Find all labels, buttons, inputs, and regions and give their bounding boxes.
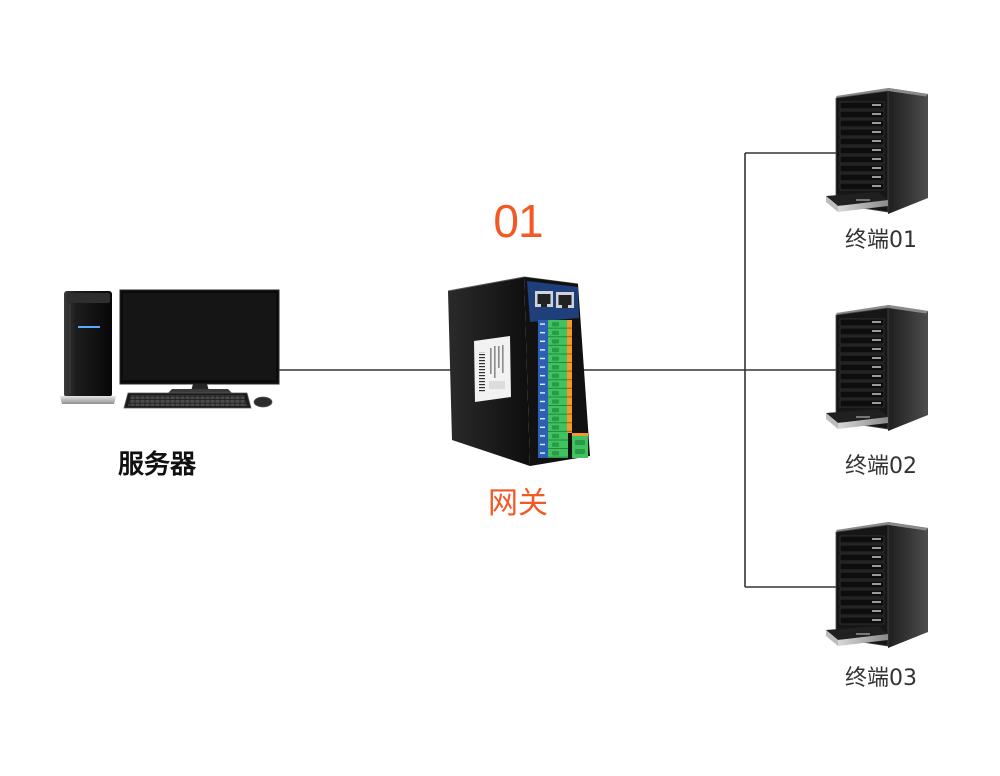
desktop-computer-icon (60, 289, 280, 409)
terminal-03-label: 终端03 (845, 666, 917, 691)
pc-tower (60, 291, 116, 404)
monitor-screen (123, 293, 276, 380)
terminal-block-column (548, 320, 568, 458)
power-terminal-block (572, 433, 588, 458)
connection-lines (279, 152, 838, 588)
terminal-01-storage-server-icon (825, 87, 929, 215)
gateway-device-icon (447, 276, 590, 466)
terminal-release-tabs (567, 320, 572, 433)
gateway-number: 01 (493, 195, 543, 247)
terminal-03-storage-server-icon (825, 521, 929, 649)
gateway-label: 网关 (488, 486, 548, 521)
terminal-01-label: 终端01 (845, 228, 917, 253)
rj45-port-2 (556, 292, 574, 308)
pc-power-led (78, 326, 100, 328)
terminal-02-label: 终端02 (845, 454, 917, 479)
terminal-label-strip (538, 320, 548, 458)
keyboard (123, 392, 252, 409)
gateway-product-label (474, 336, 511, 402)
rj45-port-1 (535, 291, 553, 307)
server-label: 服务器 (117, 450, 197, 480)
terminal-02-storage-server-icon (825, 304, 929, 432)
mouse (253, 396, 273, 408)
monitor (119, 289, 280, 393)
